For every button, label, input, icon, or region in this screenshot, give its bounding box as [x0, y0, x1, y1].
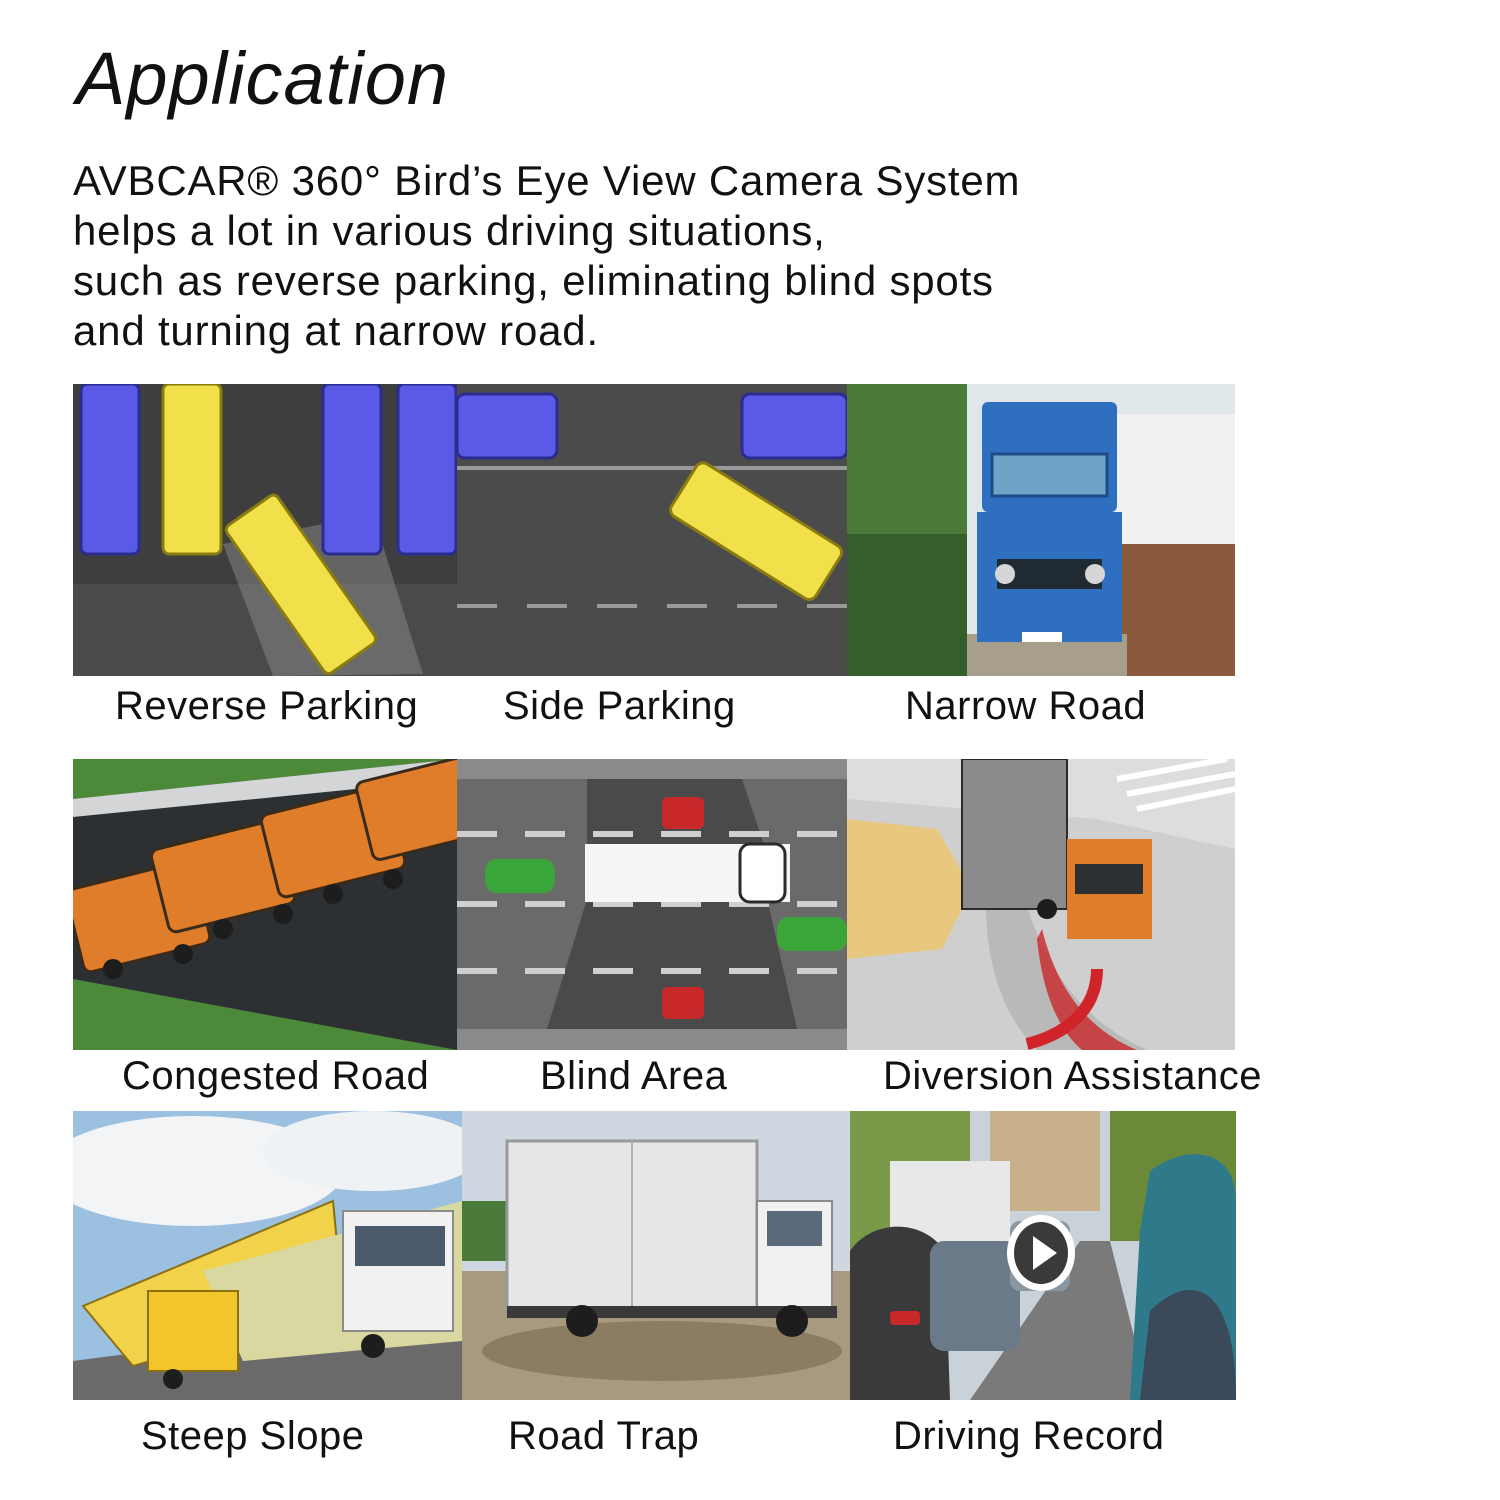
caption-driving-record: Driving Record [893, 1414, 1165, 1458]
side-parking-image [457, 384, 847, 676]
description-line: and turning at narrow road. [73, 307, 599, 354]
caption-blind-area: Blind Area [540, 1054, 728, 1098]
diversion-assistance-image [847, 759, 1235, 1050]
blind-area-image [457, 759, 847, 1050]
road-trap-image [462, 1111, 850, 1400]
page-title: Application [76, 37, 450, 120]
steep-slope-image [73, 1111, 462, 1400]
reverse-parking-image [73, 384, 457, 676]
description-line: such as reverse parking, eliminating bli… [73, 257, 994, 304]
driving-record-image [850, 1111, 1236, 1400]
play-icon[interactable] [1003, 1210, 1079, 1296]
caption-diversion-assistance: Diversion Assistance [883, 1054, 1263, 1098]
description: AVBCAR® 360° Bird’s Eye View Camera Syst… [73, 156, 1020, 356]
caption-narrow-road: Narrow Road [905, 684, 1147, 728]
caption-side-parking: Side Parking [503, 684, 736, 728]
narrow-road-image [847, 384, 1235, 676]
caption-steep-slope: Steep Slope [141, 1414, 365, 1458]
caption-road-trap: Road Trap [508, 1414, 700, 1458]
description-line: helps a lot in various driving situation… [73, 207, 826, 254]
caption-congested-road: Congested Road [122, 1054, 430, 1098]
description-line: AVBCAR® 360° Bird’s Eye View Camera Syst… [73, 157, 1021, 204]
caption-reverse-parking: Reverse Parking [115, 684, 419, 728]
congested-road-image [73, 759, 457, 1050]
